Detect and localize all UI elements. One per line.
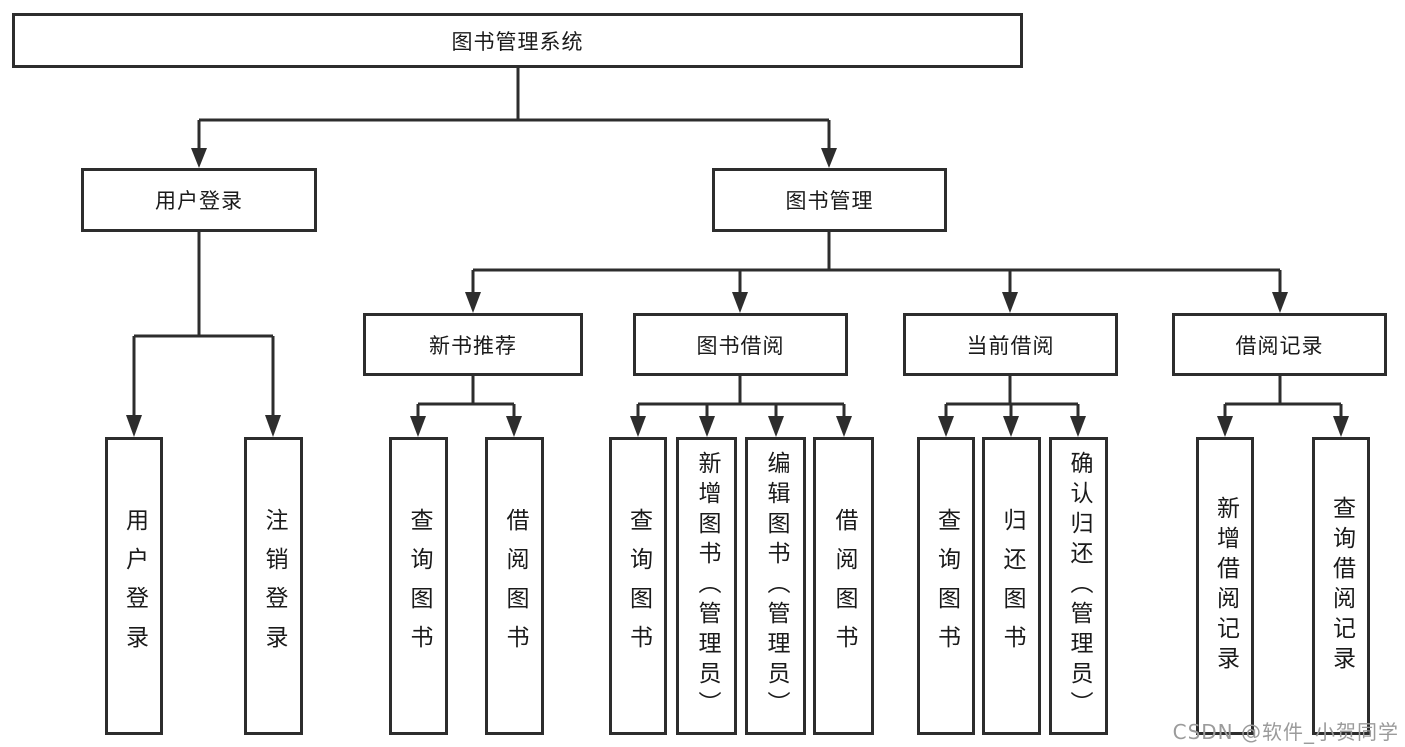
leaf-newbook-query-book: 查询图书 — [389, 437, 448, 735]
leaf-label: 借阅图书 — [831, 508, 857, 664]
node-new-book-recommend: 新书推荐 — [363, 313, 583, 376]
leaf-current-query-book: 查询图书 — [917, 437, 975, 735]
node-user-login: 用户登录 — [81, 168, 317, 232]
leaf-label: 归还图书 — [999, 508, 1025, 664]
leaf-user-login: 用户登录 — [105, 437, 163, 735]
leaf-current-confirm-return-admin: 确认归还（管理员） — [1049, 437, 1108, 735]
node-current-borrow: 当前借阅 — [903, 313, 1118, 376]
node-label: 当前借阅 — [966, 333, 1055, 358]
leaf-current-return-book: 归还图书 — [982, 437, 1041, 735]
leaf-borrow-borrow-book: 借阅图书 — [813, 437, 874, 735]
leaf-label: 新增图书（管理员） — [694, 451, 720, 721]
leaf-label: 新增借阅记录 — [1212, 496, 1239, 676]
node-borrow-records: 借阅记录 — [1172, 313, 1387, 376]
leaf-label: 借阅图书 — [502, 508, 528, 664]
leaf-label: 查询图书 — [625, 508, 652, 664]
leaf-newbook-borrow-book: 借阅图书 — [485, 437, 544, 735]
node-label: 新书推荐 — [429, 333, 517, 358]
node-library-management-system: 图书管理系统 — [12, 13, 1023, 68]
leaf-logout: 注销登录 — [244, 437, 303, 735]
leaf-label: 确认归还（管理员） — [1066, 451, 1092, 721]
node-book-borrow: 图书借阅 — [633, 313, 848, 376]
leaf-label: 用户登录 — [121, 508, 148, 664]
leaf-label: 查询借阅记录 — [1328, 496, 1355, 676]
leaf-records-query-borrow-record: 查询借阅记录 — [1312, 437, 1370, 735]
leaf-label: 查询图书 — [933, 508, 960, 664]
leaf-borrow-add-book-admin: 新增图书（管理员） — [676, 437, 737, 735]
node-label: 用户登录 — [155, 189, 243, 213]
leaf-records-add-borrow-record: 新增借阅记录 — [1196, 437, 1254, 735]
node-label: 图书管理系统 — [451, 29, 584, 54]
node-label: 借阅记录 — [1235, 333, 1324, 358]
node-label: 图书借阅 — [696, 333, 785, 358]
csdn-watermark: CSDN @软件_小贺同学 — [1172, 720, 1399, 744]
leaf-label: 查询图书 — [406, 508, 432, 664]
node-label: 图书管理 — [785, 189, 874, 213]
leaf-borrow-query-book: 查询图书 — [609, 437, 667, 735]
node-book-management: 图书管理 — [712, 168, 947, 232]
leaf-label: 编辑图书（管理员） — [763, 451, 789, 721]
leaf-borrow-edit-book-admin: 编辑图书（管理员） — [745, 437, 806, 735]
leaf-label: 注销登录 — [261, 508, 287, 664]
